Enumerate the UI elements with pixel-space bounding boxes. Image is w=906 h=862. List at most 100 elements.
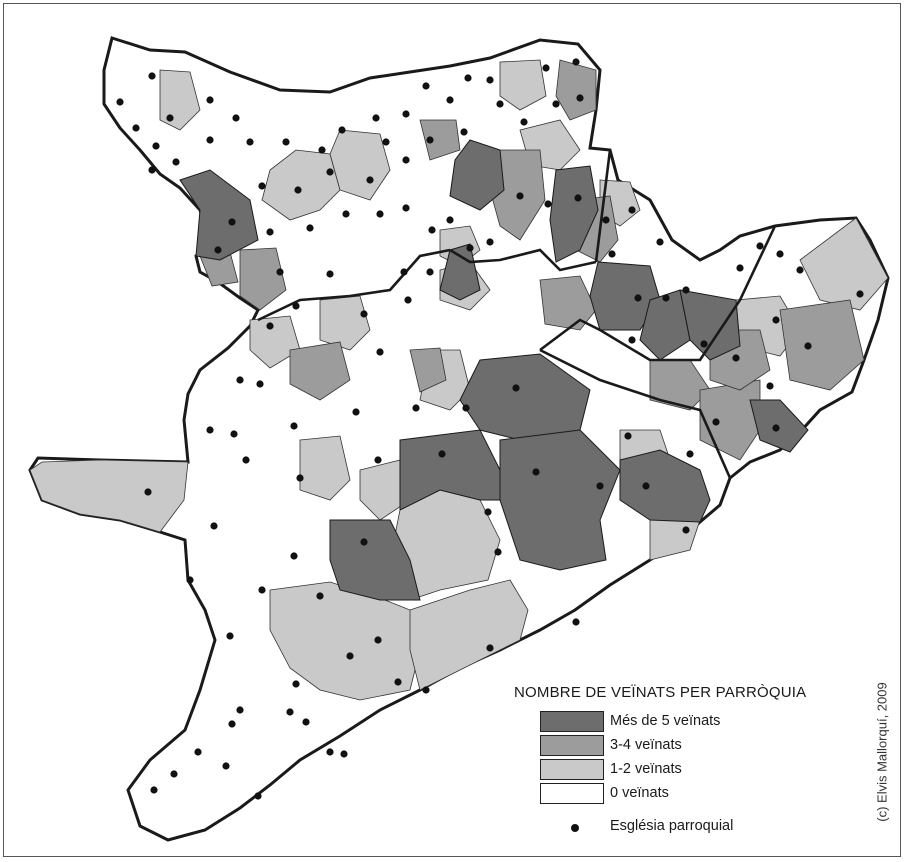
- church-dot: [804, 342, 812, 350]
- church-dot: [552, 100, 560, 108]
- church-dot: [144, 488, 152, 496]
- church-dot: [340, 750, 348, 758]
- church-dot: [574, 194, 582, 202]
- church-dot: [186, 576, 194, 584]
- church-dot: [148, 72, 156, 80]
- church-dot: [232, 114, 240, 122]
- church-dot: [148, 166, 156, 174]
- church-dot: [296, 474, 304, 482]
- church-dot: [374, 456, 382, 464]
- church-dot: [642, 482, 650, 490]
- church-dot: [608, 250, 616, 258]
- church-dot: [256, 380, 264, 388]
- church-dot: [532, 468, 540, 476]
- church-dot: [326, 168, 334, 176]
- church-dot: [290, 552, 298, 560]
- legend-row-5plus: Més de 5 veïnats: [540, 711, 860, 733]
- church-dot: [342, 210, 350, 218]
- legend-label-3-4: 3-4 veïnats: [610, 737, 682, 753]
- church-dot: [230, 430, 238, 438]
- church-dot: [460, 128, 468, 136]
- church-dot: [736, 264, 744, 272]
- church-dot: [686, 450, 694, 458]
- church-dot: [796, 266, 804, 274]
- church-dot: [346, 652, 354, 660]
- church-dot: [402, 156, 410, 164]
- church-dot: [486, 238, 494, 246]
- church-dot: [542, 64, 550, 72]
- church-dot-icon: [571, 824, 579, 832]
- legend-label-1-2: 1-2 veïnats: [610, 761, 682, 777]
- church-dot: [494, 548, 502, 556]
- legend-row-0: 0 veïnats: [540, 783, 860, 805]
- church-dot: [700, 340, 708, 348]
- legend-label-5plus: Més de 5 veïnats: [610, 713, 721, 729]
- church-dot: [572, 58, 580, 66]
- church-dot: [316, 592, 324, 600]
- church-dot: [254, 792, 262, 800]
- church-dot: [372, 114, 380, 122]
- church-dot: [360, 538, 368, 546]
- church-dot: [462, 404, 470, 412]
- church-dot: [438, 450, 446, 458]
- church-dot: [662, 294, 670, 302]
- church-dot: [206, 96, 214, 104]
- church-dot: [382, 138, 390, 146]
- church-dot: [166, 114, 174, 122]
- church-dot: [366, 176, 374, 184]
- church-dot: [226, 632, 234, 640]
- church-dot: [206, 426, 214, 434]
- church-dot: [194, 748, 202, 756]
- church-dot: [520, 118, 528, 126]
- church-dot: [292, 302, 300, 310]
- church-dot: [318, 146, 326, 154]
- church-dot: [242, 456, 250, 464]
- church-dot: [266, 322, 274, 330]
- church-dot: [428, 226, 436, 234]
- church-dot: [170, 770, 178, 778]
- district-boundaries: [257, 149, 777, 479]
- church-dot: [400, 268, 408, 276]
- church-dot: [152, 142, 160, 150]
- church-dot: [446, 216, 454, 224]
- legend-swatch-5plus: [540, 711, 604, 732]
- church-dot: [206, 136, 214, 144]
- church-dot: [258, 586, 266, 594]
- legend-swatch-3-4: [540, 735, 604, 756]
- church-dot: [352, 408, 360, 416]
- church-dot: [246, 138, 254, 146]
- church-dot: [228, 218, 236, 226]
- legend-label-0: 0 veïnats: [610, 785, 669, 801]
- church-dot: [214, 246, 222, 254]
- church-dot: [404, 296, 412, 304]
- church-dot: [484, 508, 492, 516]
- church-dot: [394, 678, 402, 686]
- church-dots: [116, 58, 864, 800]
- church-dot: [512, 384, 520, 392]
- church-dot: [422, 686, 430, 694]
- church-dot: [374, 636, 382, 644]
- church-dot: [772, 424, 780, 432]
- church-dot: [422, 82, 430, 90]
- church-dot: [732, 354, 740, 362]
- church-dot: [228, 720, 236, 728]
- church-dot: [172, 158, 180, 166]
- church-dot: [634, 294, 642, 302]
- church-dot: [656, 238, 664, 246]
- map-frame: [3, 3, 901, 857]
- church-dot: [292, 680, 300, 688]
- legend-swatch-0: [540, 783, 604, 804]
- church-dot: [132, 124, 140, 132]
- class-5plus-regions: [179, 139, 809, 601]
- church-dot: [290, 422, 298, 430]
- church-dot: [766, 382, 774, 390]
- church-dot: [266, 228, 274, 236]
- church-dot: [464, 74, 472, 82]
- church-dot: [326, 270, 334, 278]
- church-dot: [486, 76, 494, 84]
- church-dot: [258, 182, 266, 190]
- church-dot: [426, 268, 434, 276]
- church-dot: [516, 192, 524, 200]
- church-dot: [376, 348, 384, 356]
